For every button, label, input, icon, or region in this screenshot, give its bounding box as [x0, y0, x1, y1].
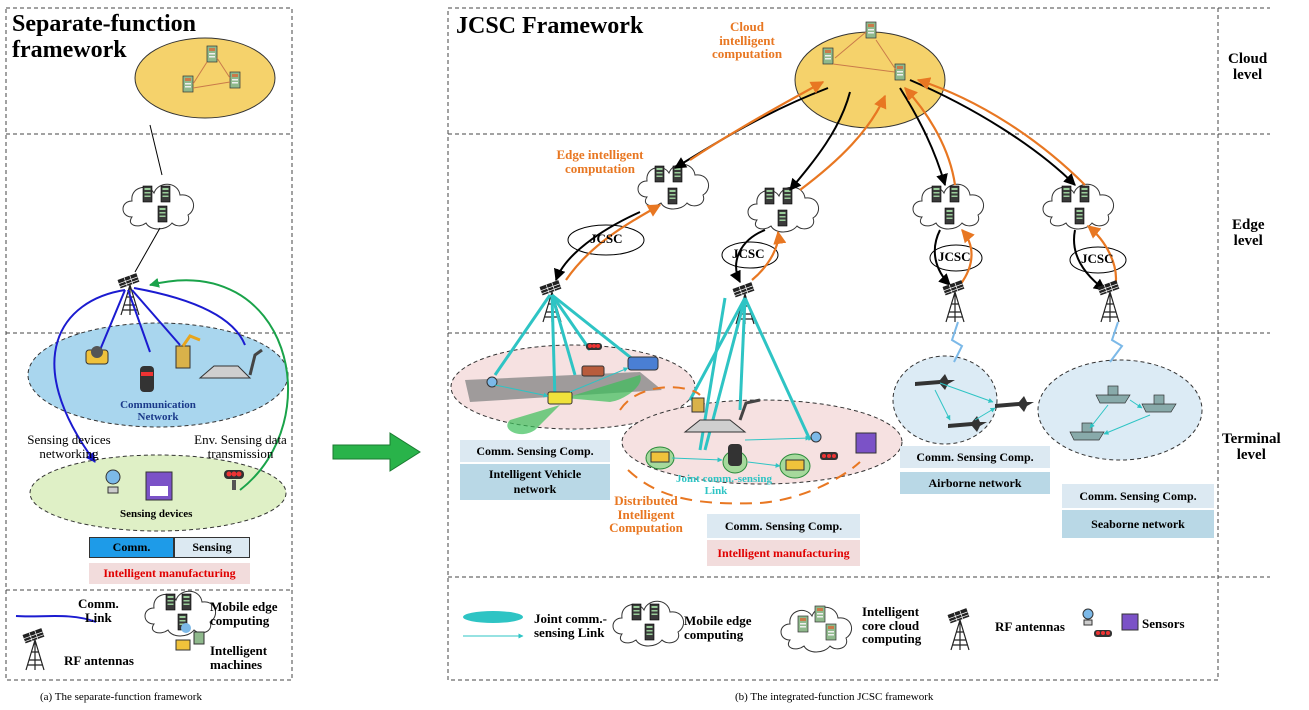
jcsc-label-1: JCSC: [590, 231, 623, 246]
sensing-box: Sensing: [174, 537, 250, 558]
airborne-network-box: Airborne network: [900, 472, 1050, 494]
legend-joint-beam: [463, 611, 523, 623]
manufacturing-csc-box: Comm. Sensing Comp.: [707, 514, 860, 538]
ship-icons: [1069, 385, 1177, 441]
caption-b: (b) The integrated-function JCSC framewo…: [735, 691, 934, 703]
jcsc-label-4: JCSC: [1081, 251, 1114, 266]
intelligent-machine-icons: [85, 334, 263, 392]
left-manufacturing-box: Intelligent manufacturing: [89, 563, 250, 584]
seaborne-network-box: Seaborne network: [1062, 510, 1214, 538]
left-panel-border: [5, 7, 293, 681]
manufacturing-machines: [645, 397, 877, 479]
caption-a: (a) The separate-function framework: [40, 691, 202, 703]
airborne-csc-box: Comm. Sensing Comp.: [900, 446, 1050, 468]
legend-rf-left: RF antennas: [64, 653, 134, 668]
seaborne-csc-box: Comm. Sensing Comp.: [1062, 484, 1214, 508]
legend-sensors: Sensors: [1142, 616, 1185, 631]
left-title-line2: framework: [12, 37, 127, 63]
right-manufacturing-box: Intelligent manufacturing: [707, 540, 860, 566]
vehicle-csc-box: Comm. Sensing Comp.: [460, 440, 610, 462]
left-title-line1: Separate-function: [12, 11, 196, 37]
right-panel-border: [447, 7, 1219, 681]
legend-joint-link: Joint comm.-sensing Link: [534, 611, 607, 640]
airplane-icons: [915, 374, 1034, 432]
sensing-devices-label: Sensing devices: [120, 508, 193, 520]
comm-box: Comm.: [89, 537, 174, 558]
jcsc-label-3: JCSC: [938, 249, 971, 264]
arrow-right-icon: [332, 432, 421, 472]
right-title: JCSC Framework: [456, 13, 644, 39]
jcsc-label-2: JCSC: [732, 246, 765, 261]
legend-rf-right: RF antennas: [995, 619, 1065, 634]
legend-comm-link: Comm.Link: [78, 596, 119, 625]
